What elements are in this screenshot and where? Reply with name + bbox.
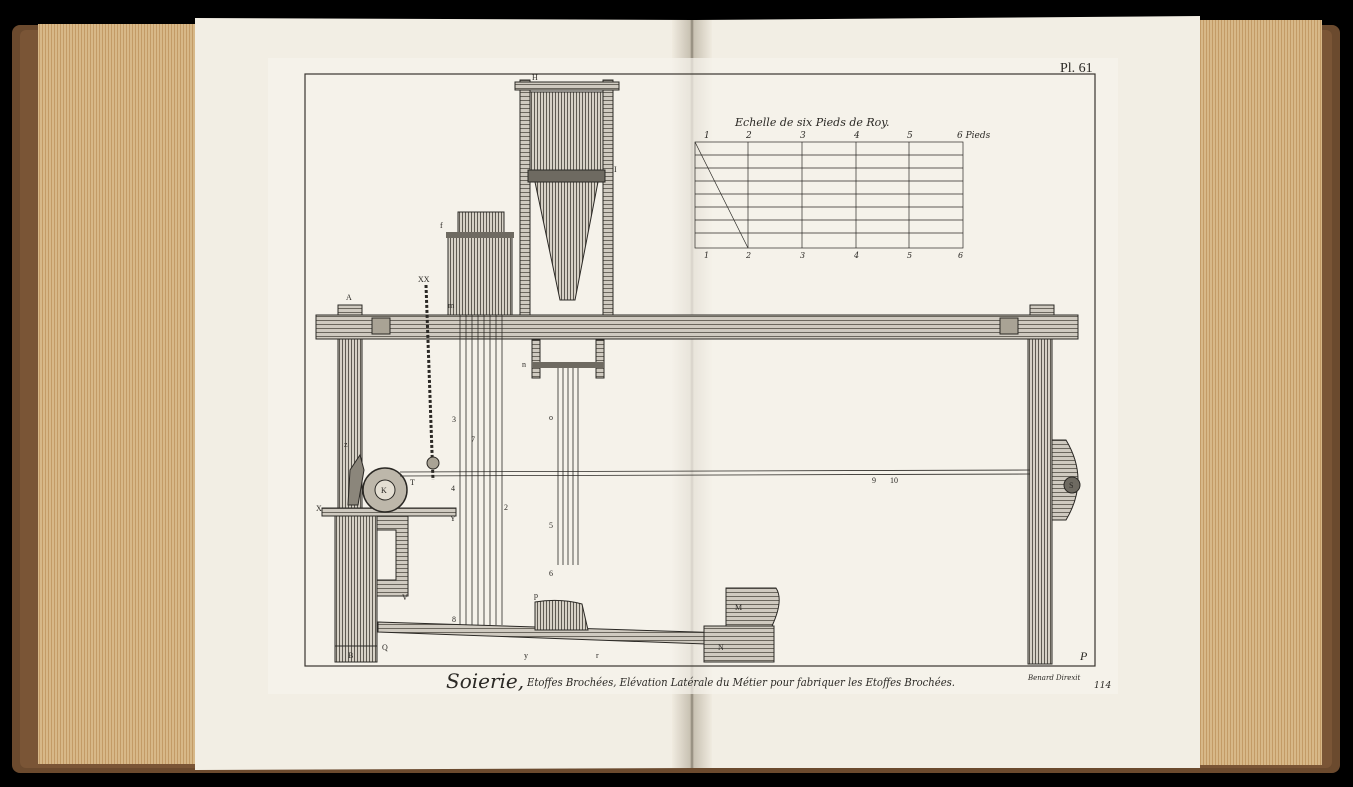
scale-title: Echelle de six Pieds de Roy. bbox=[734, 116, 890, 129]
letter-v: V bbox=[402, 593, 408, 602]
plate-title-rest: Etoffes Brochées, Elévation Latérale du … bbox=[526, 676, 955, 689]
number-6: 6 bbox=[549, 569, 553, 578]
letter-b: B bbox=[348, 651, 353, 660]
lower-frame bbox=[531, 339, 605, 565]
harness-cords bbox=[459, 315, 503, 625]
letter-o: o bbox=[549, 413, 553, 422]
cord bbox=[424, 284, 435, 481]
letter-i: I bbox=[614, 165, 617, 174]
scale-label-top-2: 2 bbox=[745, 131, 752, 141]
letter-h: H bbox=[532, 73, 538, 82]
number-9: 9 bbox=[872, 476, 876, 485]
letter-y: Y bbox=[450, 514, 456, 523]
number-2: 2 bbox=[504, 503, 508, 512]
scale-label-bottom-4: 4 bbox=[853, 251, 859, 260]
right-post-knob bbox=[1063, 476, 1081, 494]
letter-k: K bbox=[381, 486, 387, 495]
plate-title-main: Soierie, bbox=[446, 669, 524, 693]
number-3: 3 bbox=[452, 415, 456, 424]
letter-m-small: m bbox=[448, 301, 455, 310]
letter-y-small: y bbox=[524, 651, 528, 660]
letter-f: f bbox=[440, 221, 443, 230]
letter-t: T bbox=[410, 478, 415, 487]
number-4: 4 bbox=[451, 484, 455, 493]
scale-label-top-5: 5 bbox=[907, 131, 913, 141]
scale-label-bottom-1: 1 bbox=[704, 251, 709, 260]
number-10: 10 bbox=[890, 476, 898, 485]
engraver-credit: Benard Direxit bbox=[1027, 674, 1081, 682]
scale-label-bottom-5: 5 bbox=[907, 251, 912, 260]
ratchet-wheel bbox=[347, 453, 408, 513]
scale-label-top-6: 6 Pieds bbox=[957, 131, 991, 141]
page-number: 114 bbox=[1094, 681, 1111, 691]
scale-label-top-4: 4 bbox=[853, 131, 860, 141]
scale-grid bbox=[694, 141, 964, 249]
plate-number: Pl. 61 bbox=[1060, 61, 1093, 76]
scale-label-top-1: 1 bbox=[704, 131, 710, 141]
letter-xx: XX bbox=[418, 275, 430, 284]
warp-threads bbox=[399, 469, 1031, 477]
letter-a: A bbox=[346, 293, 352, 302]
plate-letters: A B Q X Y V T K S M N H I f m n o p r y … bbox=[316, 73, 1088, 663]
treadles bbox=[334, 599, 761, 663]
page-edges bbox=[38, 20, 1322, 765]
engraved-plate: Echelle de six Pieds de Roy. 1 2 3 4 5 6… bbox=[268, 58, 1118, 694]
cord-weight bbox=[426, 456, 440, 470]
letter-p: p bbox=[534, 591, 538, 600]
letter-n: N bbox=[718, 643, 724, 652]
letter-s: S bbox=[1069, 481, 1073, 490]
letter-r: r bbox=[596, 651, 599, 660]
scale-label-bottom-3: 3 bbox=[800, 251, 805, 260]
letter-q: Q bbox=[382, 643, 388, 652]
letter-p-lower: P bbox=[1079, 649, 1088, 663]
top-beam bbox=[315, 304, 1079, 340]
number-7: 7 bbox=[471, 435, 475, 444]
scale-label-bottom-6: 6 bbox=[958, 251, 963, 260]
letter-n-small: n bbox=[522, 360, 526, 369]
scale-label-bottom-2: 2 bbox=[745, 251, 751, 260]
letter-m: M bbox=[735, 603, 742, 612]
harness-box bbox=[446, 211, 514, 316]
letter-x: X bbox=[316, 504, 322, 513]
letter-z: z bbox=[344, 440, 348, 449]
scale-label-top-3: 3 bbox=[800, 131, 806, 141]
number-8: 8 bbox=[452, 615, 456, 624]
upper-frame bbox=[514, 79, 620, 316]
right-post bbox=[1027, 338, 1053, 665]
number-5: 5 bbox=[549, 521, 553, 530]
weight-block bbox=[703, 587, 780, 663]
